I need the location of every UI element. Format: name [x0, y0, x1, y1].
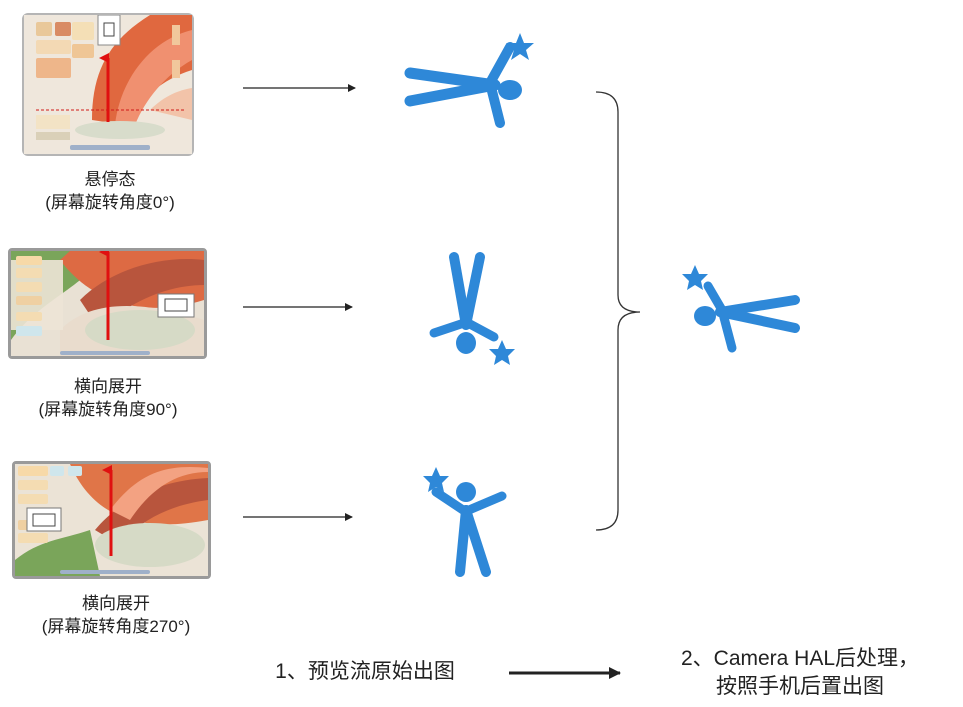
figure-output [682, 265, 800, 353]
step1-label: 1、预览流原始出图 [275, 660, 455, 683]
caption-row2: 横向展开 (屏幕旋转角度90°) [8, 375, 208, 421]
device-90-wallpaper [11, 251, 204, 356]
caption-row1: 悬停态 (屏幕旋转角度0°) [10, 168, 210, 214]
caption-row2-subtitle: (屏幕旋转角度90°) [38, 400, 178, 419]
figure-row1 [404, 33, 534, 128]
brace [595, 91, 641, 531]
step2-line2: 按照手机后置出图 [716, 675, 884, 698]
step2-line1: 2、Camera HAL后处理， [680, 647, 920, 670]
device-hover-wallpaper [24, 15, 192, 154]
step2-label: 2、Camera HAL后处理， 按照手机后置出图 [650, 645, 950, 701]
figure-row2 [429, 252, 515, 365]
figure-row3 [423, 467, 507, 577]
caption-row3-title: 横向展开 [82, 594, 150, 613]
caption-row2-title: 横向展开 [74, 377, 142, 396]
caption-row3: 横向展开 (屏幕旋转角度270°) [8, 592, 224, 638]
caption-row3-subtitle: (屏幕旋转角度270°) [41, 617, 191, 636]
caption-row1-subtitle: (屏幕旋转角度0°) [45, 193, 175, 212]
caption-row1-title: 悬停态 [84, 170, 136, 189]
device-270-wallpaper [15, 464, 208, 576]
